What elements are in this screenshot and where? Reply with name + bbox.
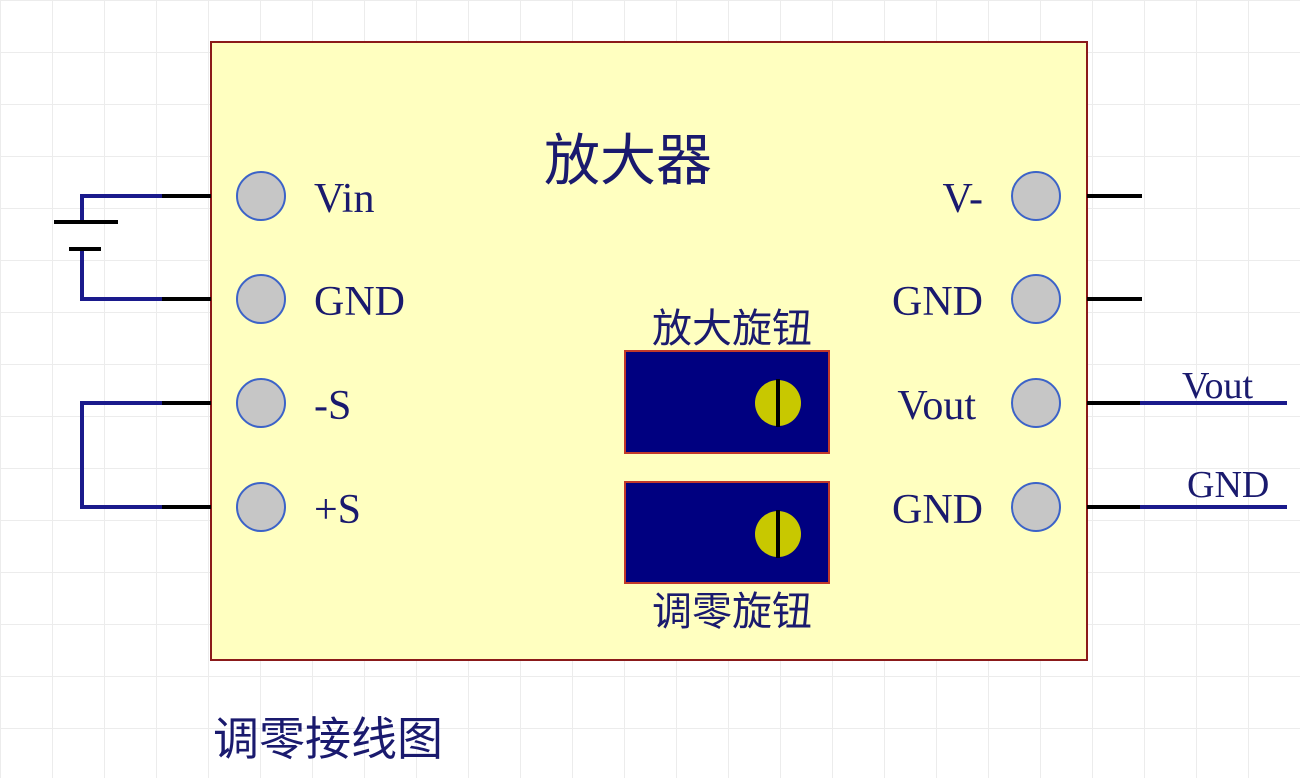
gain-knob-label: 放大旋钮 (652, 306, 812, 351)
zero-knob[interactable] (624, 481, 830, 584)
pin-label-v-minus: V- (943, 176, 983, 222)
pin-v-minus[interactable] (1011, 171, 1061, 221)
pin-label-minus-s: -S (314, 383, 351, 429)
pin-label-gnd-left: GND (314, 279, 405, 325)
wire-gnd-battery (80, 247, 162, 301)
wire-vin-battery (80, 194, 162, 224)
pin-label-gnd-right-2: GND (892, 487, 983, 533)
output-label-gnd: GND (1187, 464, 1269, 506)
wire-sense-jumper (80, 401, 162, 509)
pin-gnd-right-1[interactable] (1011, 274, 1061, 324)
output-label-vout: Vout (1182, 365, 1254, 407)
diagram-caption: 调零接线图 (213, 714, 443, 765)
pin-gnd-right-2[interactable] (1011, 482, 1061, 532)
module-title: 放大器 (544, 131, 712, 193)
pin-label-vin: Vin (314, 176, 374, 222)
pin-minus-s[interactable] (236, 378, 286, 428)
pin-vin[interactable] (236, 171, 286, 221)
pin-vout[interactable] (1011, 378, 1061, 428)
zero-knob-label: 调零旋钮 (652, 589, 812, 634)
pin-gnd-left[interactable] (236, 274, 286, 324)
pin-plus-s[interactable] (236, 482, 286, 532)
pin-label-vout: Vout (897, 383, 976, 429)
pin-label-gnd-right-1: GND (892, 279, 983, 325)
gain-knob[interactable] (624, 350, 830, 454)
pin-label-plus-s: +S (314, 487, 361, 533)
